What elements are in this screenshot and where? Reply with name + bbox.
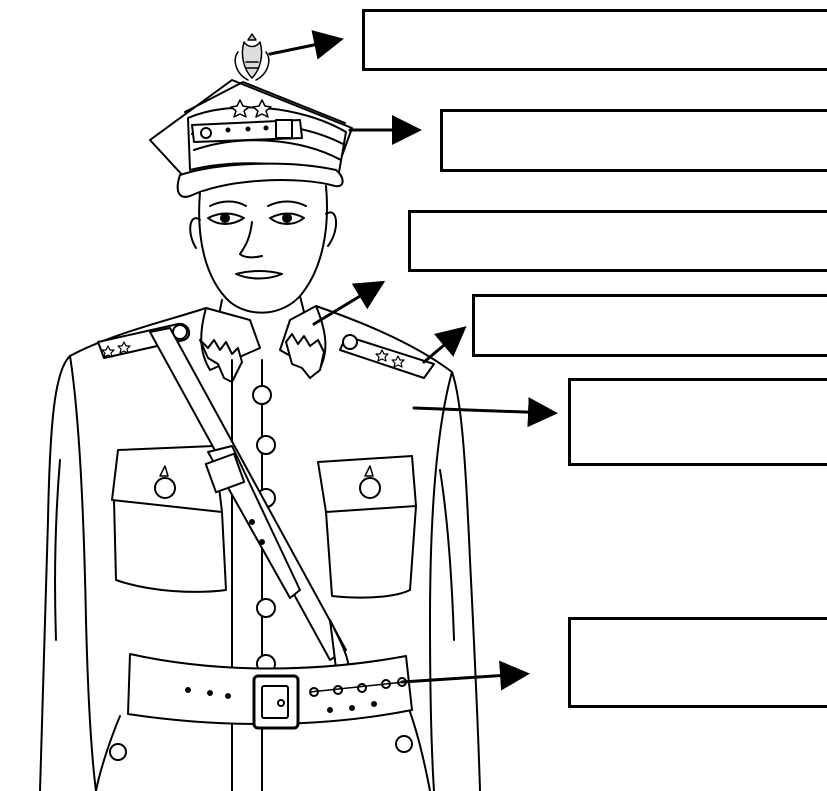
eagle-badge bbox=[235, 34, 269, 80]
label-box-cap[interactable] bbox=[440, 109, 827, 172]
label-box-collar[interactable] bbox=[408, 210, 827, 272]
head bbox=[190, 186, 336, 320]
arrow-shoulder bbox=[424, 330, 462, 362]
label-box-shoulder-strap[interactable] bbox=[472, 294, 827, 357]
label-box-eagle-badge[interactable] bbox=[362, 9, 827, 71]
arrow-eagle bbox=[270, 40, 338, 54]
cap bbox=[150, 80, 352, 197]
label-box-jacket[interactable] bbox=[568, 378, 827, 466]
label-box-belt[interactable] bbox=[568, 617, 827, 708]
